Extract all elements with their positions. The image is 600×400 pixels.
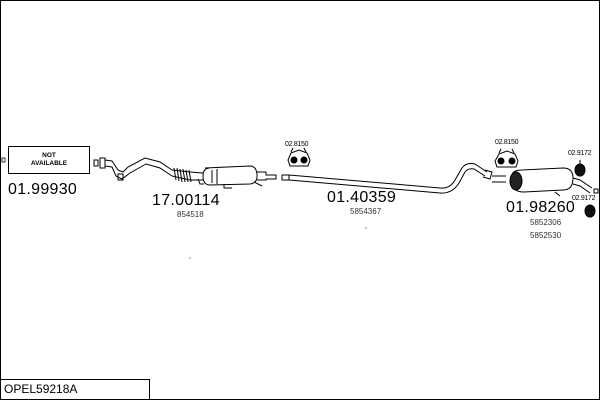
rubber-mount-bottom (584, 204, 596, 218)
system-code-box: OPEL59218A (0, 379, 150, 400)
oem-number-5852306: 5852306 (530, 218, 562, 227)
front-connector-marker (1, 157, 6, 163)
hanger-middle (287, 147, 311, 167)
fitting-label-rubber-top: 02.9172 (568, 150, 592, 157)
not-available-line1: NOT (42, 152, 56, 159)
middle-pipe (281, 163, 493, 194)
system-code: OPEL59218A (4, 382, 78, 396)
hanger-rear (494, 148, 519, 168)
part-number-01-99930: 01.99930 (8, 181, 78, 198)
part-number-17-00114: 17.00114 (152, 192, 220, 209)
fitting-label-hanger-rear: 02.8150 (495, 139, 519, 146)
part-number-01-40359: 01.40359 (327, 189, 397, 206)
oem-number-5854367: 5854367 (350, 207, 382, 216)
not-available-box: NOT AVAILABLE (8, 146, 90, 174)
front-pipe (93, 157, 277, 189)
oem-number-5852530: 5852530 (530, 231, 562, 240)
fitting-label-rubber-bottom: 02.9172 (572, 195, 596, 202)
rubber-mount-top (574, 160, 586, 177)
oem-number-854518: 854518 (177, 210, 204, 219)
fitting-label-hanger-middle: 02.8150 (285, 141, 309, 148)
rear-silencer (492, 167, 599, 197)
part-number-01-98260: 01.98260 (506, 199, 576, 216)
not-available-line2: AVAILABLE (30, 160, 68, 167)
